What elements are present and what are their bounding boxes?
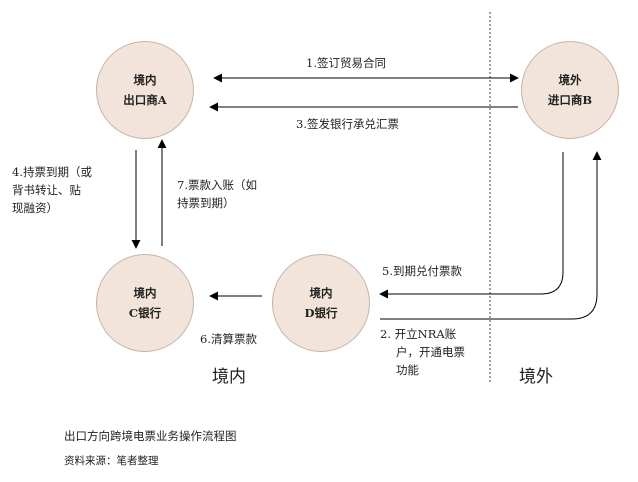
node-bank-d-line2: D银行 — [304, 306, 338, 320]
step-7-label: 7.票款入账（如 持票到期） — [177, 176, 257, 212]
node-bank-c-line1: 境内 — [133, 286, 157, 300]
step-2-line1: 2. 开立NRA账 — [380, 327, 457, 341]
figure-caption: 出口方向跨境电票业务操作流程图 — [64, 429, 237, 443]
step-4-line3: 现融资） — [12, 201, 58, 215]
step-3-label: 3.签发银行承兑汇票 — [296, 117, 399, 131]
node-importer-b-line1: 境外 — [558, 73, 582, 87]
node-importer-b: 境外 进口商B — [521, 41, 619, 139]
step-4-line2: 背书转让、贴 — [12, 183, 81, 197]
step-7-line1: 7.票款入账（如 — [177, 178, 257, 192]
node-bank-d-line1: 境内 — [309, 286, 333, 300]
region-domestic-label: 境内 — [212, 367, 246, 387]
node-exporter-a-line2: 出口商A — [123, 93, 167, 107]
node-bank-c-line2: C银行 — [128, 306, 162, 320]
region-overseas-label: 境外 — [519, 367, 553, 387]
node-bank-c: 境内 C银行 — [96, 254, 194, 352]
step-2-line3: 功能 — [396, 363, 419, 377]
step-6-label: 6.清算票款 — [200, 332, 257, 346]
arrow-step-2 — [380, 151, 602, 320]
node-bank-d: 境内 D银行 — [272, 254, 370, 352]
step-2-line2: 户，开通电票 — [396, 345, 465, 359]
step-4-label: 4.持票到期（或 背书转让、贴 现融资） — [12, 163, 92, 217]
figure-source: 资料来源：笔者整理 — [64, 455, 159, 467]
step-1-label: 1.签订贸易合同 — [306, 56, 386, 70]
step-4-line1: 4.持票到期（或 — [12, 165, 92, 179]
arrow-step-5 — [379, 152, 564, 299]
node-exporter-a-line1: 境内 — [133, 73, 157, 87]
step-2-label: 2. 开立NRA账 户，开通电票 功能 — [380, 325, 465, 379]
node-importer-b-line2: 进口商B — [547, 93, 593, 107]
node-exporter-a: 境内 出口商A — [96, 41, 194, 139]
step-5-label: 5.到期兑付票款 — [382, 264, 462, 278]
step-7-line2: 持票到期） — [177, 196, 235, 210]
